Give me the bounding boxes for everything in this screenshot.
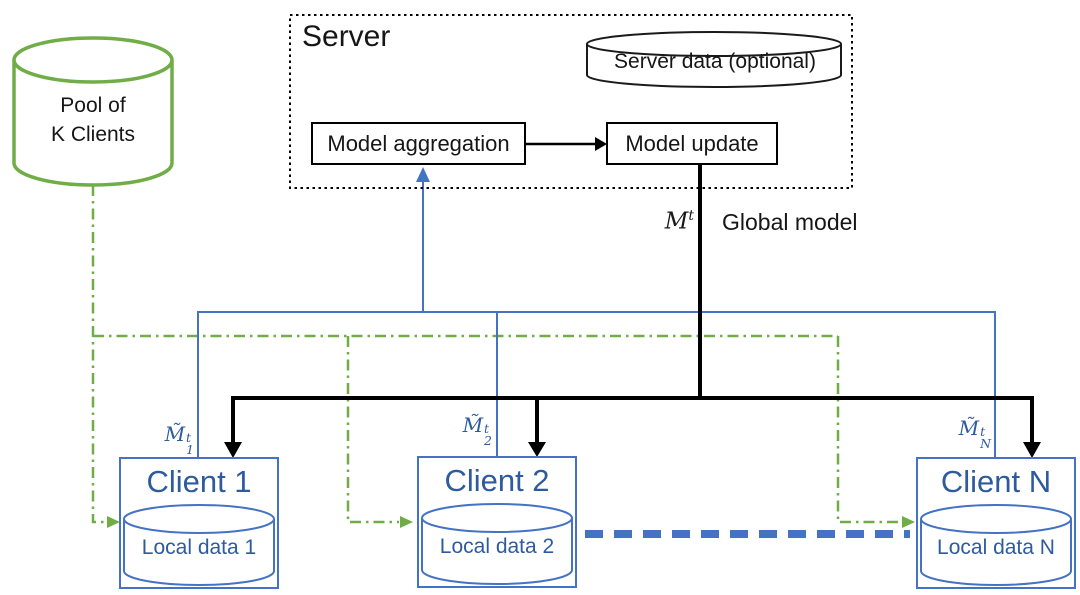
- client1-title: Client 1: [146, 464, 252, 499]
- arrowhead-to-clientN: [1023, 442, 1041, 458]
- global-model-label: Global model: [722, 209, 858, 235]
- global-model-symbol: Mt: [664, 208, 694, 235]
- pool-to-client1-link: [91, 185, 106, 524]
- clientN-shapes: [916, 457, 1076, 589]
- model-update-box: [606, 122, 778, 165]
- model-update-label: Model update: [625, 130, 759, 156]
- broadcast-bus: [231, 396, 1034, 443]
- arrowhead-to-client1: [224, 442, 242, 458]
- pool-to-clientN-link: [836, 336, 901, 524]
- pool-cylinder: [12, 36, 174, 187]
- server-data-cylinder: [586, 31, 842, 88]
- model-aggregation-label: Model aggregation: [327, 130, 510, 156]
- global-model-superscript: t: [688, 208, 694, 224]
- client2-shapes: [417, 456, 577, 588]
- model-aggregation-box: [311, 122, 526, 165]
- arrowhead-into-client1: [107, 516, 120, 528]
- client2-data-label: Local data 2: [439, 535, 555, 558]
- server-title: Server: [302, 20, 391, 53]
- client2-data-cylinder: [421, 518, 573, 585]
- clientN-data-label: Local data N: [937, 536, 1055, 559]
- clientN-data-cylinder: [920, 519, 1072, 586]
- server-boundary-box: [289, 14, 853, 189]
- green-arrowheads: [107, 516, 915, 528]
- client1-data-cylinder: [123, 519, 275, 586]
- clientN-title: Client N: [940, 464, 1052, 499]
- pool-label-line1: Pool of: [60, 94, 126, 117]
- arrowhead-into-aggregation: [416, 167, 430, 182]
- server-data-label: Server data (optional): [614, 50, 816, 73]
- blue-upload-bus: [197, 311, 996, 458]
- local-model-upload-links: [197, 179, 996, 458]
- black-arrowheads: [224, 442, 1041, 458]
- arrowhead-into-clientN: [902, 516, 915, 528]
- client1-data-label: Local data 1: [141, 536, 257, 559]
- arrowhead-into-client2: [400, 516, 413, 528]
- pool-to-client2-link: [346, 336, 399, 524]
- arrowhead-to-client2: [528, 442, 546, 457]
- pool-label-line2: K Clients: [50, 122, 136, 146]
- arrowhead-into-update: [595, 137, 607, 151]
- pool-sampling-links: [91, 185, 901, 524]
- pool-label: Pool of K Clients: [13, 92, 173, 150]
- client1-shapes: [119, 457, 279, 589]
- client2-title: Client 2: [444, 463, 550, 498]
